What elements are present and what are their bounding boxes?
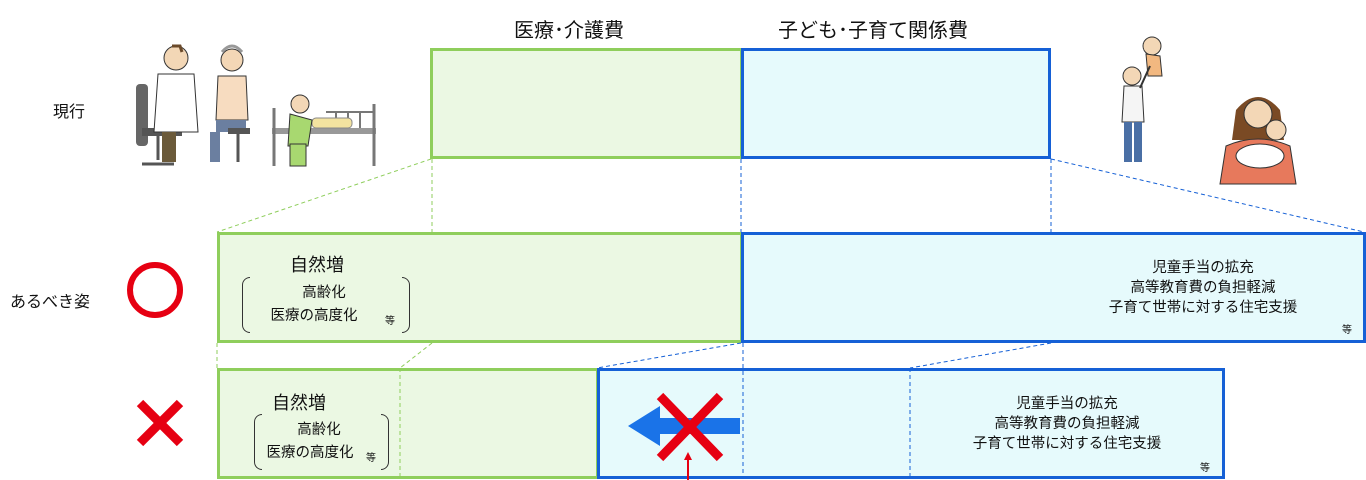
ideal-right-bracket: [402, 277, 410, 333]
wrong-children-item-allowance: 児童手当の拡充: [1016, 396, 1118, 412]
ideal-left-bracket: [242, 277, 250, 333]
parent-lifting-baby-illustration: [1121, 36, 1163, 162]
ideal-medical-item-aging: 高齢化: [302, 285, 346, 301]
current-medical-box: [430, 48, 743, 159]
header-child-rearing: 子ども･子育て関係費: [778, 18, 968, 42]
mother-holding-baby-illustration: [1219, 97, 1297, 185]
wrong-children-item-housing: 子育て世帯に対する住宅支援: [972, 436, 1162, 452]
wrong-children-item-education: 高等教育費の負担軽減: [994, 416, 1140, 432]
wrong-right-bracket: [381, 414, 389, 470]
wrong-children-etc: 等: [1200, 463, 1210, 474]
ideal-medical-etc: 等: [385, 316, 395, 327]
wrong-medical-item-advanced-care: 医療の高度化: [266, 445, 354, 461]
ideal-children-item-housing: 子育て世帯に対する住宅支援: [1108, 300, 1298, 316]
ideal-medical-box: [217, 232, 743, 343]
ideal-medical-item-advanced-care: 医療の高度化: [270, 308, 358, 324]
ideal-children-etc: 等: [1342, 325, 1352, 336]
row-label-ideal: あるべき姿: [10, 292, 91, 311]
caregiver-bed-illustration: [272, 94, 376, 167]
wrong-medical-box: [217, 368, 599, 479]
current-children-box: [741, 48, 1051, 159]
header-medical-care: 医療･介護費: [514, 18, 624, 42]
wrong-medical-etc: 等: [366, 453, 376, 464]
circle-ok-mark: [127, 262, 183, 318]
ideal-children-box: [741, 232, 1366, 343]
ideal-natural-increase-title: 自然増: [290, 255, 344, 276]
doctor-patient-illustration: [136, 44, 250, 166]
wrong-natural-increase-title: 自然増: [272, 393, 326, 414]
ideal-children-item-education: 高等教育費の負担軽減: [1130, 280, 1276, 296]
cross-ng-mark: [136, 399, 184, 447]
ideal-children-item-allowance: 児童手当の拡充: [1152, 260, 1254, 276]
row-label-current: 現行: [53, 102, 86, 121]
crossed-out-left-arrow-icon: [628, 392, 740, 480]
wrong-medical-item-aging: 高齢化: [297, 422, 341, 438]
